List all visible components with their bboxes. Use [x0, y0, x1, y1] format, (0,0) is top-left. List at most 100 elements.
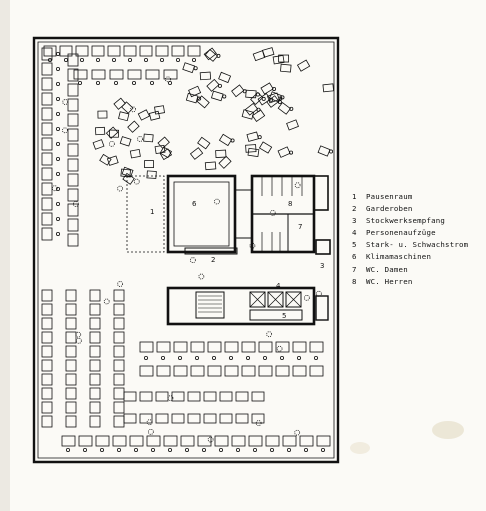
desk: [113, 359, 125, 372]
chair: [167, 447, 172, 452]
chair: [64, 58, 69, 63]
chair: [159, 58, 164, 63]
desk: [65, 373, 77, 386]
chair: [269, 97, 274, 102]
desk: [251, 109, 266, 122]
plant: [117, 281, 124, 287]
desk: [241, 365, 256, 377]
desk: [65, 387, 77, 400]
chair: [56, 156, 61, 161]
plant: [266, 331, 273, 338]
desk: [246, 131, 259, 142]
desk: [245, 144, 257, 153]
desk: [41, 227, 53, 241]
chair: [280, 95, 285, 100]
plant: [117, 185, 123, 192]
chair: [56, 186, 61, 191]
chair: [216, 53, 221, 58]
plant: [137, 136, 143, 142]
desk: [129, 435, 144, 447]
desk: [218, 133, 233, 147]
desk: [219, 391, 233, 402]
desk: [199, 71, 212, 81]
desk: [65, 415, 77, 428]
desk: [113, 373, 125, 386]
desk: [144, 160, 154, 168]
workstation-clusters: [41, 45, 335, 452]
chair: [286, 447, 291, 452]
chair: [56, 231, 61, 236]
chair: [289, 150, 294, 155]
chair: [56, 127, 61, 132]
desk: [265, 435, 280, 447]
desk: [73, 69, 88, 80]
chair: [289, 106, 294, 111]
desk: [113, 401, 125, 414]
desk: [41, 62, 53, 76]
core-block: [126, 174, 331, 255]
chair: [184, 447, 189, 452]
desk: [180, 435, 195, 447]
desk: [187, 413, 201, 424]
chair: [193, 66, 198, 71]
desk: [241, 341, 256, 353]
elevators: [249, 291, 302, 308]
desk: [197, 435, 212, 447]
desk: [190, 365, 205, 377]
plan-number-3: 3: [320, 262, 324, 270]
desk: [41, 77, 53, 91]
desk: [204, 161, 217, 171]
desk: [197, 136, 211, 150]
chair: [96, 81, 101, 86]
desk: [65, 345, 77, 358]
desk: [173, 365, 188, 377]
desk: [65, 303, 77, 316]
chair: [329, 149, 334, 154]
electrical-room: [249, 309, 303, 321]
desk: [113, 97, 126, 110]
desk: [196, 95, 210, 109]
desk: [277, 146, 291, 158]
desk: [187, 391, 201, 402]
desk: [137, 109, 151, 121]
desk: [91, 69, 106, 80]
desk: [41, 387, 53, 400]
desk: [89, 373, 101, 386]
desk: [286, 119, 299, 131]
desk: [113, 387, 125, 400]
desk: [275, 365, 290, 377]
desk: [127, 120, 140, 133]
chair: [218, 447, 223, 452]
chair: [143, 58, 148, 63]
plant: [214, 198, 220, 205]
desk: [139, 45, 153, 57]
desk: [156, 365, 171, 377]
desk: [139, 341, 154, 353]
desk: [185, 92, 199, 104]
chair: [56, 112, 61, 117]
desk: [189, 147, 204, 160]
plant: [167, 395, 174, 402]
desk: [299, 435, 314, 447]
desk: [258, 365, 273, 377]
chair: [78, 81, 83, 86]
chair: [56, 97, 61, 102]
desk: [163, 69, 178, 80]
desk: [247, 147, 260, 158]
desk: [155, 413, 169, 424]
chair: [149, 81, 154, 86]
desk: [154, 144, 166, 155]
desk: [214, 435, 229, 447]
desk: [89, 289, 101, 302]
chair: [117, 447, 122, 452]
desk: [322, 83, 335, 93]
plant: [276, 345, 283, 352]
paper-stain: [432, 421, 464, 439]
desk: [173, 341, 188, 353]
lower-core: [166, 286, 329, 326]
plant: [146, 419, 153, 426]
